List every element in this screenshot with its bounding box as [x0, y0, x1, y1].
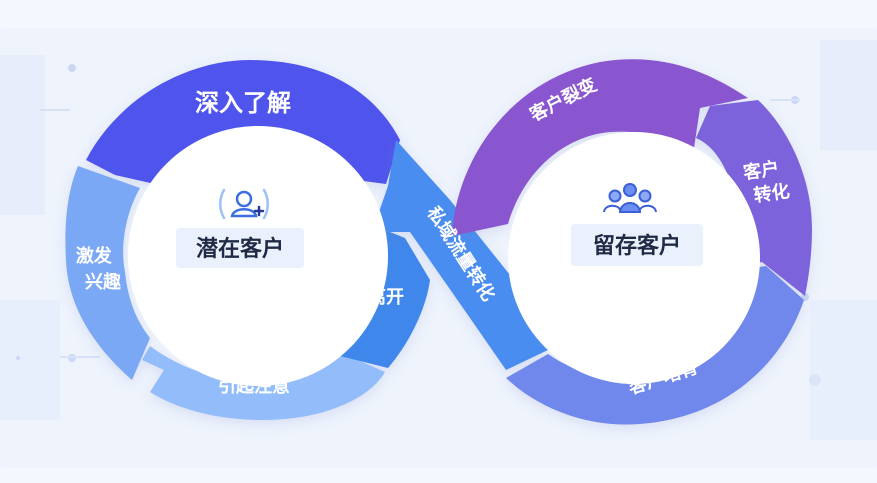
- segment-stimulate-interest: [65, 166, 150, 380]
- segment-customer-conversion: [696, 100, 812, 296]
- bridge-band: [372, 140, 548, 370]
- label-stimulate-interest: 激发 兴趣: [76, 245, 122, 293]
- label-attract-attention: 引起注意: [218, 375, 290, 397]
- left-hub-title-bg: [176, 228, 304, 268]
- label-customer-conversion-line-1: 客户: [742, 157, 781, 184]
- label-customer-conversion-line-2: 转化: [752, 180, 791, 207]
- label-leave: 离开: [368, 286, 404, 308]
- segment-customer-fission: [452, 59, 748, 236]
- left-hub-title: 潜在客户: [196, 236, 284, 262]
- label-stimulate-interest-line-2: 兴趣: [85, 272, 122, 293]
- label-stimulate-interest-line-1: 激发: [76, 245, 113, 267]
- label-deep-understand: 深入了解: [195, 89, 291, 117]
- segment-deep-understand: [86, 60, 400, 184]
- label-customer-conversion: 客户 转化: [742, 156, 791, 208]
- right-hub-title: 留存客户: [593, 233, 681, 259]
- segment-private-traffic-conversion: [372, 140, 548, 370]
- right-hub-title-bg: [571, 224, 703, 266]
- user-group-icon: [603, 183, 657, 213]
- user-add-icon: [219, 188, 269, 220]
